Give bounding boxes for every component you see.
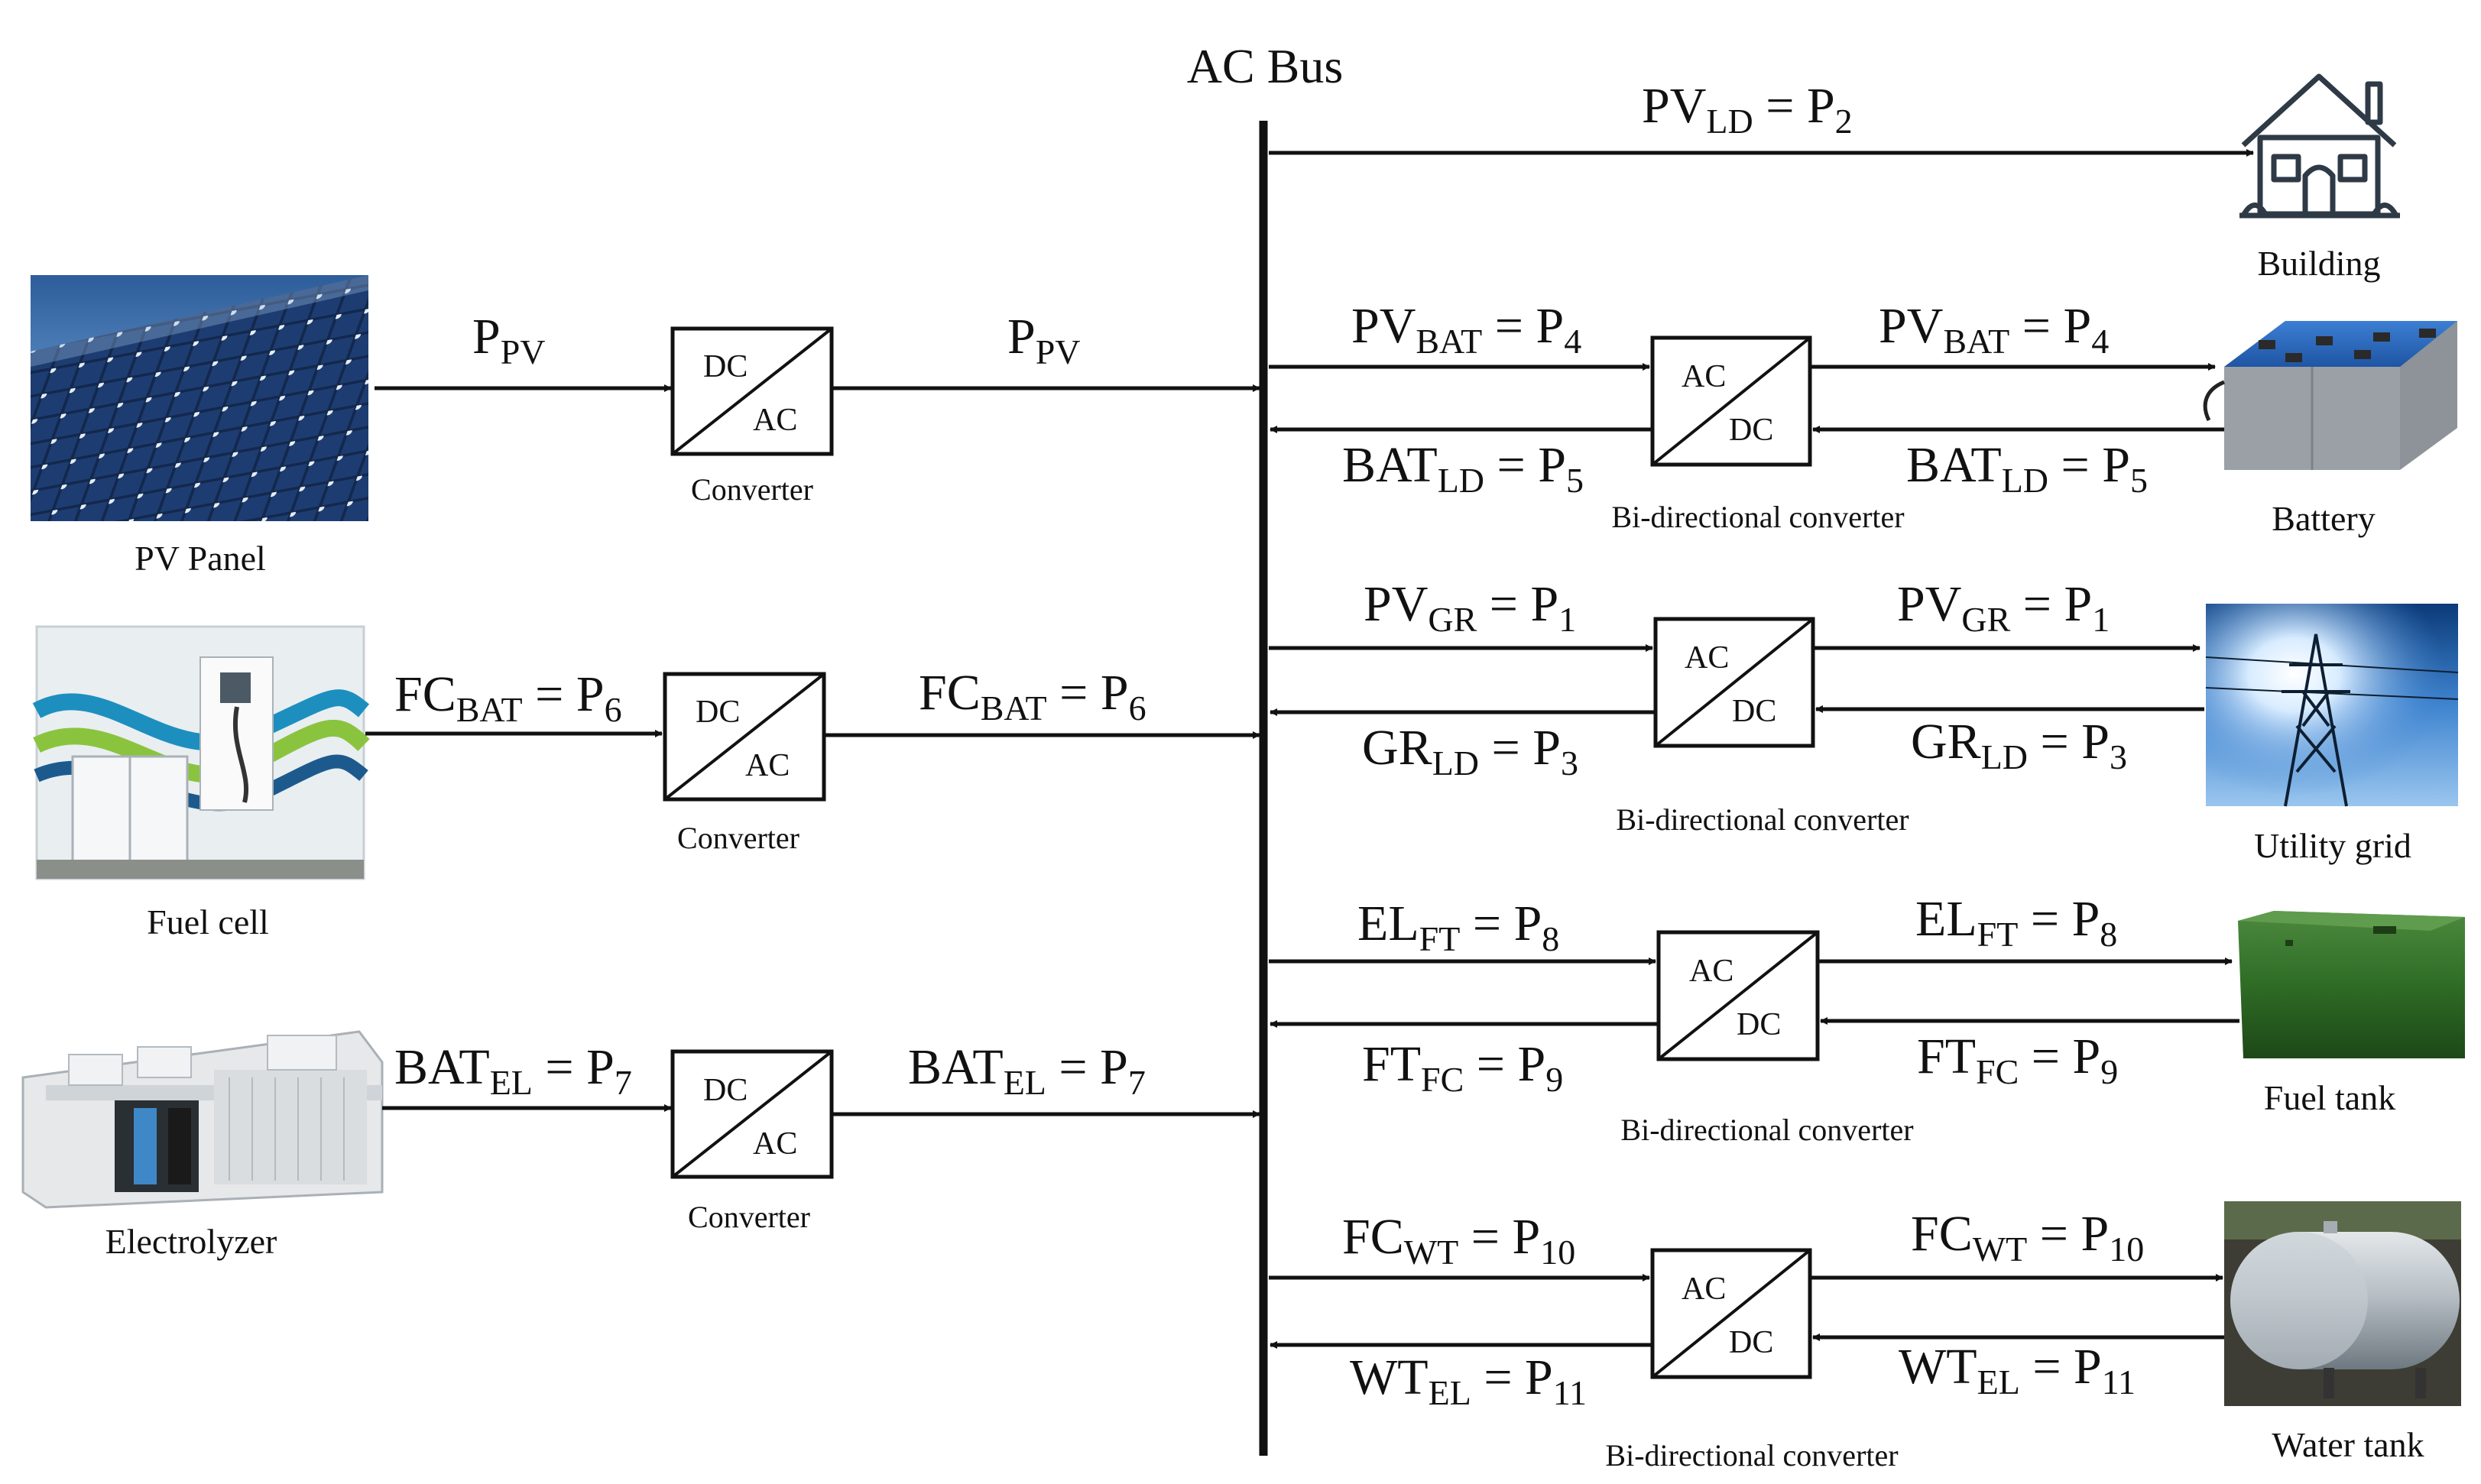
grid-rev-label-left: GRLD = P3 (1362, 720, 1578, 783)
pv-converter-caption: Converter (691, 472, 813, 507)
fueltank-fwd-label-left: ELFT = P8 (1357, 896, 1559, 958)
fuel-tank-image (2238, 911, 2465, 1058)
pv-panel-caption: PV Panel (135, 539, 266, 578)
fuel-cell-caption: Fuel cell (147, 902, 269, 941)
fuel-tank-caption: Fuel tank (2264, 1078, 2395, 1117)
building-caption: Building (2257, 244, 2380, 283)
electrolyzer-caption: Electrolyzer (105, 1222, 277, 1261)
battery-fwd-label-left: PVBAT = P4 (1351, 298, 1581, 361)
converter-bottom-label: AC (753, 1126, 797, 1162)
utility-grid-image (2205, 604, 2459, 807)
watertank-fwd-label-right: FCWT = P10 (1911, 1206, 2144, 1269)
water-tank-image (2224, 1201, 2461, 1406)
battery-image (2203, 321, 2457, 470)
battery-caption: Battery (2272, 499, 2375, 538)
building-icon (2239, 73, 2400, 219)
grid-converter-caption: Bi-directional converter (1616, 802, 1909, 837)
fc-in-label: FCBAT = P6 (394, 666, 622, 729)
water-tank-caption: Water tank (2272, 1425, 2424, 1464)
electrolyzer-image (21, 1030, 384, 1209)
converter-top-label: DC (703, 1073, 748, 1108)
el-dc-ac-converter: DC AC (670, 1049, 834, 1179)
fueltank-converter-caption: Bi-directional converter (1620, 1113, 1913, 1147)
el-out-label: BATEL = P7 (908, 1039, 1146, 1102)
converter-bottom-label: AC (753, 403, 797, 438)
el-converter-caption: Converter (688, 1200, 810, 1234)
watertank-rev-label-right: WTEL = P11 (1899, 1339, 2136, 1401)
converter-bottom-label: DC (1729, 413, 1773, 448)
watertank-fwd-label-left: FCWT = P10 (1342, 1209, 1575, 1272)
fuel-cell-image (32, 625, 370, 880)
converter-top-label: AC (1685, 640, 1729, 676)
utility-grid-caption: Utility grid (2254, 826, 2411, 865)
grid-fwd-label-right: PVGR = P1 (1897, 576, 2110, 639)
converter-bottom-label: DC (1732, 694, 1776, 729)
battery-fwd-label-right: PVBAT = P4 (1879, 298, 2109, 361)
converter-top-label: DC (696, 695, 740, 730)
pv-in-label: PPV (472, 309, 546, 371)
watertank-converter-caption: Bi-directional converter (1605, 1438, 1898, 1473)
converter-bottom-label: AC (745, 748, 790, 783)
converter-top-label: AC (1689, 954, 1733, 989)
fueltank-bidirectional-converter: AC DC (1656, 930, 1820, 1061)
ac-bus-label: AC Bus (1187, 39, 1344, 93)
fueltank-fwd-label-right: ELFT = P8 (1915, 891, 2117, 954)
converter-bottom-label: DC (1737, 1007, 1781, 1042)
converter-top-label: AC (1682, 359, 1726, 394)
pv-out-label: PPV (1007, 309, 1081, 371)
fueltank-rev-label-left: FTFC = P9 (1362, 1036, 1563, 1099)
fc-converter-caption: Converter (677, 821, 799, 855)
pv-panel-image (31, 275, 368, 521)
battery-rev-label-right: BATLD = P5 (1906, 437, 2148, 500)
grid-rev-label-right: GRLD = P3 (1911, 714, 2127, 776)
converter-top-label: DC (703, 349, 748, 384)
fueltank-rev-label-right: FTFC = P9 (1917, 1029, 2118, 1091)
battery-rev-label-left: BATLD = P5 (1342, 437, 1584, 500)
watertank-bidirectional-converter: AC DC (1650, 1248, 1812, 1379)
grid-fwd-label-left: PVGR = P1 (1364, 576, 1576, 639)
fc-dc-ac-converter: DC AC (663, 672, 826, 802)
building-flow-label: PVLD = P2 (1642, 78, 1853, 141)
battery-bidirectional-converter: AC DC (1650, 335, 1812, 467)
watertank-rev-label-left: WTEL = P11 (1350, 1350, 1587, 1412)
converter-top-label: AC (1682, 1272, 1726, 1307)
pv-dc-ac-converter: DC AC (670, 326, 834, 456)
fc-out-label: FCBAT = P6 (919, 665, 1146, 727)
el-in-label: BATEL = P7 (394, 1039, 632, 1102)
converter-bottom-label: DC (1729, 1325, 1773, 1360)
grid-bidirectional-converter: AC DC (1653, 617, 1815, 748)
battery-converter-caption: Bi-directional converter (1611, 500, 1904, 534)
